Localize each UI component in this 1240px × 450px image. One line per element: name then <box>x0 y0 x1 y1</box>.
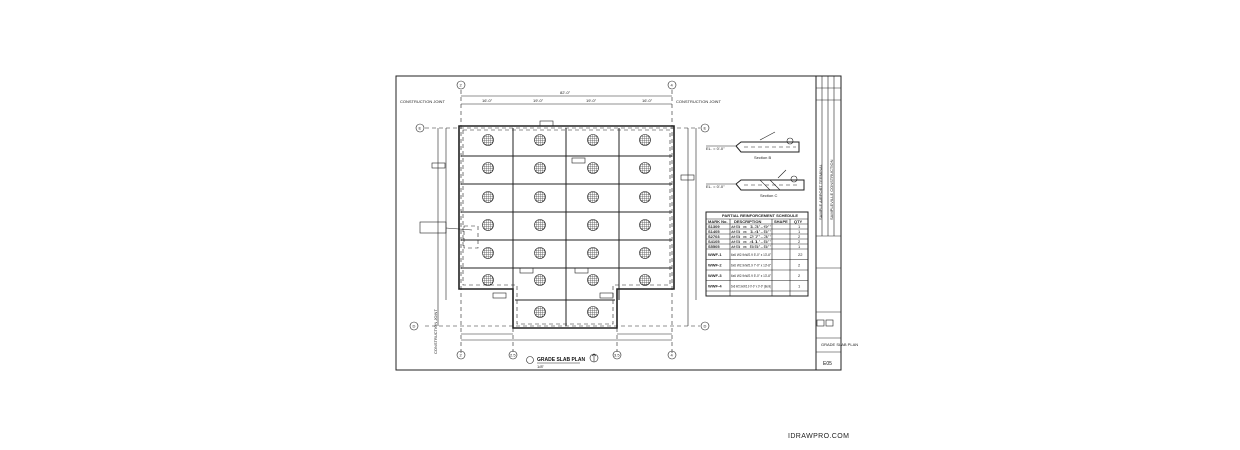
svg-text:4: 4 <box>671 83 674 88</box>
grid-bubble-e-left: E <box>415 123 425 133</box>
slab-panels <box>461 128 672 326</box>
grid-bubble-d-right: D <box>700 321 710 331</box>
svg-text:19'-0": 19'-0" <box>533 98 544 103</box>
svg-text:16'-0": 16'-0" <box>642 98 653 103</box>
svg-text:19'-0": 19'-0" <box>586 98 597 103</box>
svg-text:2.5: 2.5 <box>510 353 516 358</box>
schedule-desc: #5 x 55'-5" <box>731 244 772 249</box>
grid-bubble-4-top: 4 <box>667 80 677 90</box>
svg-text:4: 4 <box>671 353 674 358</box>
svg-text:2: 2 <box>460 353 463 358</box>
section-b-label: Section B <box>754 155 771 160</box>
schedule-row: WWF-4 6x6 W2.9xW2.9 0'-0" x 0'-0" (Bent) 1 <box>706 283 808 292</box>
construction-joint-left: CONSTRUCTION JOINT <box>400 99 445 104</box>
svg-text:SHAPE: SHAPE <box>774 219 788 224</box>
grid-bubble-2-bottom: 2 <box>456 350 466 360</box>
slab-inner-edge <box>462 129 671 325</box>
schedule-mark: WWF-3 <box>708 273 722 278</box>
plan-scale: 1/8" <box>537 364 545 369</box>
schedule-desc: #5 x 27'-3" <box>731 234 772 239</box>
watermark: IDRAWPRO.COM <box>788 433 849 440</box>
schedule-desc: #5 x 14'-5" <box>731 229 772 234</box>
svg-text:QTY: QTY <box>794 219 803 224</box>
schedule-desc: 6x6 W2.9xW2.9 7'-0" x 13'-8" <box>731 262 771 267</box>
schedule-row: WWF-2 6x6 W2.9xW2.9 7'-0" x 13'-8" 2 <box>706 262 808 271</box>
svg-text:E: E <box>419 126 422 131</box>
schedule-title: PARTIAL REINFORCEMENT SCHEDULE <box>722 213 798 218</box>
grid-bubble-d-left: D <box>409 321 419 331</box>
slab-outline <box>458 125 675 329</box>
reinforcement-schedule: PARTIAL REINFORCEMENT SCHEDULE MARK No. … <box>705 211 809 297</box>
svg-text:MARK No.: MARK No. <box>708 219 728 224</box>
plan-title-label: GRADE SLAB PLAN 1/8" <box>526 353 599 369</box>
section-detail-c: EL. = 0'-0" Section C <box>706 169 805 198</box>
grid-bubble-2.5-bottom: 2.5 <box>508 350 518 360</box>
schedule-qty: 1 <box>798 244 801 249</box>
side-dimensions: CONSTRUCTION JOINT <box>433 128 697 354</box>
schedule-qty: 2 <box>798 273 801 278</box>
schedule-desc: #5 x 41'-5" <box>731 239 772 244</box>
schedule-desc: #5 x 13'-9" <box>731 224 772 229</box>
svg-text:EL. = 0'-0": EL. = 0'-0" <box>706 146 725 151</box>
svg-text:D: D <box>413 324 416 329</box>
schedule-qty: 2 <box>798 239 801 244</box>
svg-text:16'-0": 16'-0" <box>482 98 493 103</box>
plan-title: GRADE SLAB PLAN <box>537 357 585 363</box>
schedule-mark: WWF-1 <box>708 252 722 257</box>
schedule-row: S1405 #5 x 14'-5" 1 <box>706 229 808 235</box>
svg-text:DESCRIPTION: DESCRIPTION <box>734 219 761 224</box>
grid-bubble-2-top: 2 <box>456 80 466 90</box>
grid-bubble-4-bottom: 4 <box>667 350 677 360</box>
schedule-mark: S2703 <box>708 234 720 239</box>
svg-text:2: 2 <box>460 83 463 88</box>
schedule-row: S2703 #5 x 27'-3" 2 <box>706 234 808 240</box>
schedule-desc: 6x6 W2.9xW2.9 5'-0" x 13'-8" <box>731 252 771 257</box>
schedule-qty: 1 <box>798 224 801 229</box>
schedule-mark: S5505 <box>708 244 720 249</box>
schedule-qty: 2 <box>798 234 801 239</box>
section-c-label: Section C <box>760 193 777 198</box>
schedule-desc: 6x6 W2.9xW2.9 0'-0" x 0'-0" (Bent) <box>731 283 771 288</box>
title-block-project: SAMPLE AIRPORT TERMINAL <box>818 163 823 220</box>
schedule-row: S5505 #5 x 55'-5" 1 <box>706 244 808 250</box>
schedule-qty: 1 <box>798 283 801 288</box>
schedule-row: S4105 #5 x 41'-5" 2 <box>706 239 808 245</box>
schedule-mark: WWF-2 <box>708 262 722 267</box>
schedule-qty: 1 <box>798 229 801 234</box>
schedule-row: WWF-3 6x6 W2.9xW2.9 5'-0" x 13'-8" 2 <box>706 273 808 281</box>
top-dimensions: 82'-0" 16'-0" 19'-0" 19'-0" 16'-0" CONST… <box>400 90 721 105</box>
schedule-row: WWF-1 6x6 W2.9xW2.9 5'-0" x 13'-8" 22 <box>706 252 808 260</box>
title-block-company: SAMPLEVILLE CONSTRUCTION <box>829 159 834 220</box>
callout-tags <box>419 120 695 299</box>
column-pads <box>482 134 651 318</box>
svg-text:EL. = 0'-0": EL. = 0'-0" <box>706 184 725 189</box>
grid-bubble-3.5-bottom: 3.5 <box>612 350 622 360</box>
schedule-mark: S4105 <box>708 239 720 244</box>
schedule-qty: 22 <box>798 252 803 257</box>
sheet-title: GRADE SLAB PLAN <box>821 342 858 347</box>
construction-joint-bottom: CONSTRUCTION JOINT <box>433 309 438 354</box>
sheet-number: E05 <box>823 361 832 367</box>
schedule-qty: 2 <box>798 262 801 267</box>
grid-bubble-e-right: E <box>700 123 710 133</box>
schedule-mark: S1405 <box>708 229 720 234</box>
schedule-desc: 6x6 W2.9xW2.9 5'-0" x 13'-8" <box>731 273 771 278</box>
schedule-row: S1309 #5 x 13'-9" 1 <box>706 224 808 230</box>
title-block: SAMPLE AIRPORT TERMINAL SAMPLEVILLE CONS… <box>815 76 858 370</box>
svg-text:D: D <box>704 324 707 329</box>
svg-text:E: E <box>704 126 707 131</box>
overall-dimension: 82'-0" <box>560 90 571 95</box>
schedule-mark: WWF-4 <box>708 283 722 288</box>
construction-joint-right: CONSTRUCTION JOINT <box>676 99 721 104</box>
svg-text:3.5: 3.5 <box>614 353 620 358</box>
schedule-mark: S1309 <box>708 224 720 229</box>
section-detail-b: EL. = 0'-0" Section B <box>706 131 800 160</box>
sheet-border <box>395 75 842 371</box>
